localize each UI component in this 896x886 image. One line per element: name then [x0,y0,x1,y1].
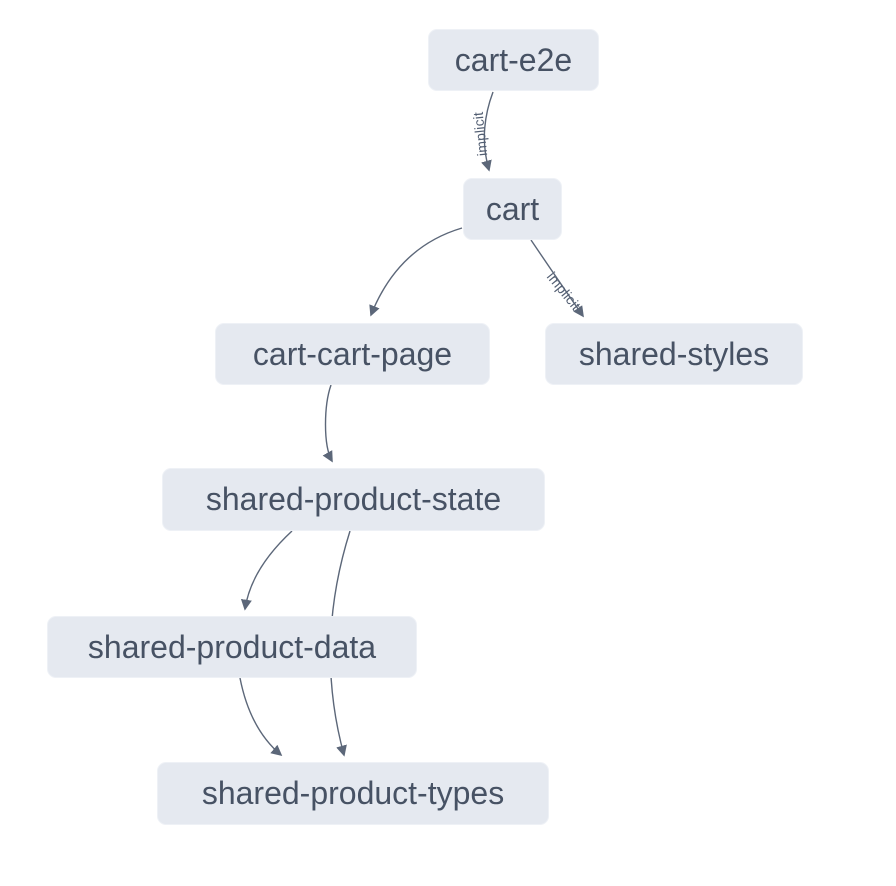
node-shared-product-types[interactable]: shared-product-types [157,762,549,825]
edge-cart-to-cart-cart-page[interactable] [369,227,463,317]
node-cart-e2e[interactable]: cart-e2e [428,29,599,91]
node-label-cart-e2e: cart-e2e [454,41,573,78]
node-shared-styles[interactable]: shared-styles [545,323,803,385]
node-shared-product-state[interactable]: shared-product-state [162,468,545,531]
node-label-shared-product-state: shared-product-state [205,481,502,517]
node-cart-cart-page[interactable]: cart-cart-page [215,323,490,385]
node-label-shared-styles: shared-styles [578,335,770,372]
node-shared-product-data[interactable]: shared-product-data [47,616,417,678]
node-label-shared-product-data: shared-product-data [87,628,377,665]
edge-cart-cart-page-to-shared-product-state[interactable] [322,384,333,463]
node-cart[interactable]: cart [463,178,562,240]
edge-cart-to-shared-styles[interactable] [530,239,584,318]
edge-shared-product-data-to-shared-product-types[interactable] [239,677,283,757]
edge-shared-product-state-to-shared-product-data[interactable] [240,530,293,611]
node-label-cart-cart-page: cart-cart-page [252,335,453,372]
node-label-shared-product-types: shared-product-types [201,775,505,811]
node-label-cart: cart [485,190,540,227]
edge-cart-e2e-to-cart[interactable] [481,91,494,172]
